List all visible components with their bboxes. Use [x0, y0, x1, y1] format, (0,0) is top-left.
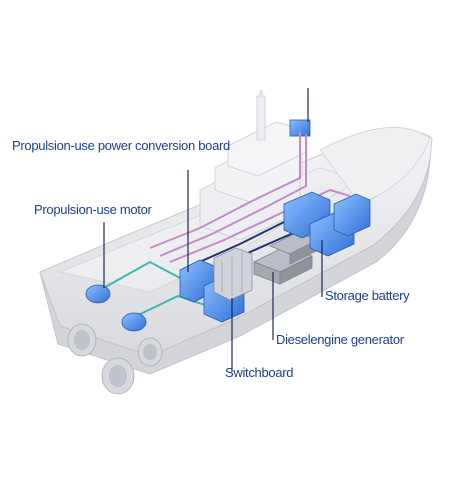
label-propulsion-motor: Propulsion-use motor: [34, 202, 152, 217]
label-switchboard: Switchboard: [225, 365, 294, 380]
propulsion-motor-2: [121, 312, 147, 332]
label-power-conversion-board: Propulsion-use power conversion board: [12, 138, 230, 153]
mast: [256, 95, 266, 141]
leader-lines: [103, 88, 323, 372]
switchboard: [213, 247, 253, 301]
label-storage-battery: Storage battery: [325, 288, 410, 303]
cable-purple-b: [159, 134, 307, 257]
propulsion-motors: [85, 284, 147, 332]
cable-purple-c: [169, 188, 351, 263]
propulsion-motor-1: [85, 284, 111, 304]
cable-purple-a: [149, 132, 301, 249]
label-diesel-engine-generator: Dieselengine generator: [276, 332, 404, 347]
thrusters: [67, 323, 163, 395]
superstructure: [199, 90, 311, 241]
bow: [319, 127, 431, 205]
storage-battery: [283, 191, 371, 257]
